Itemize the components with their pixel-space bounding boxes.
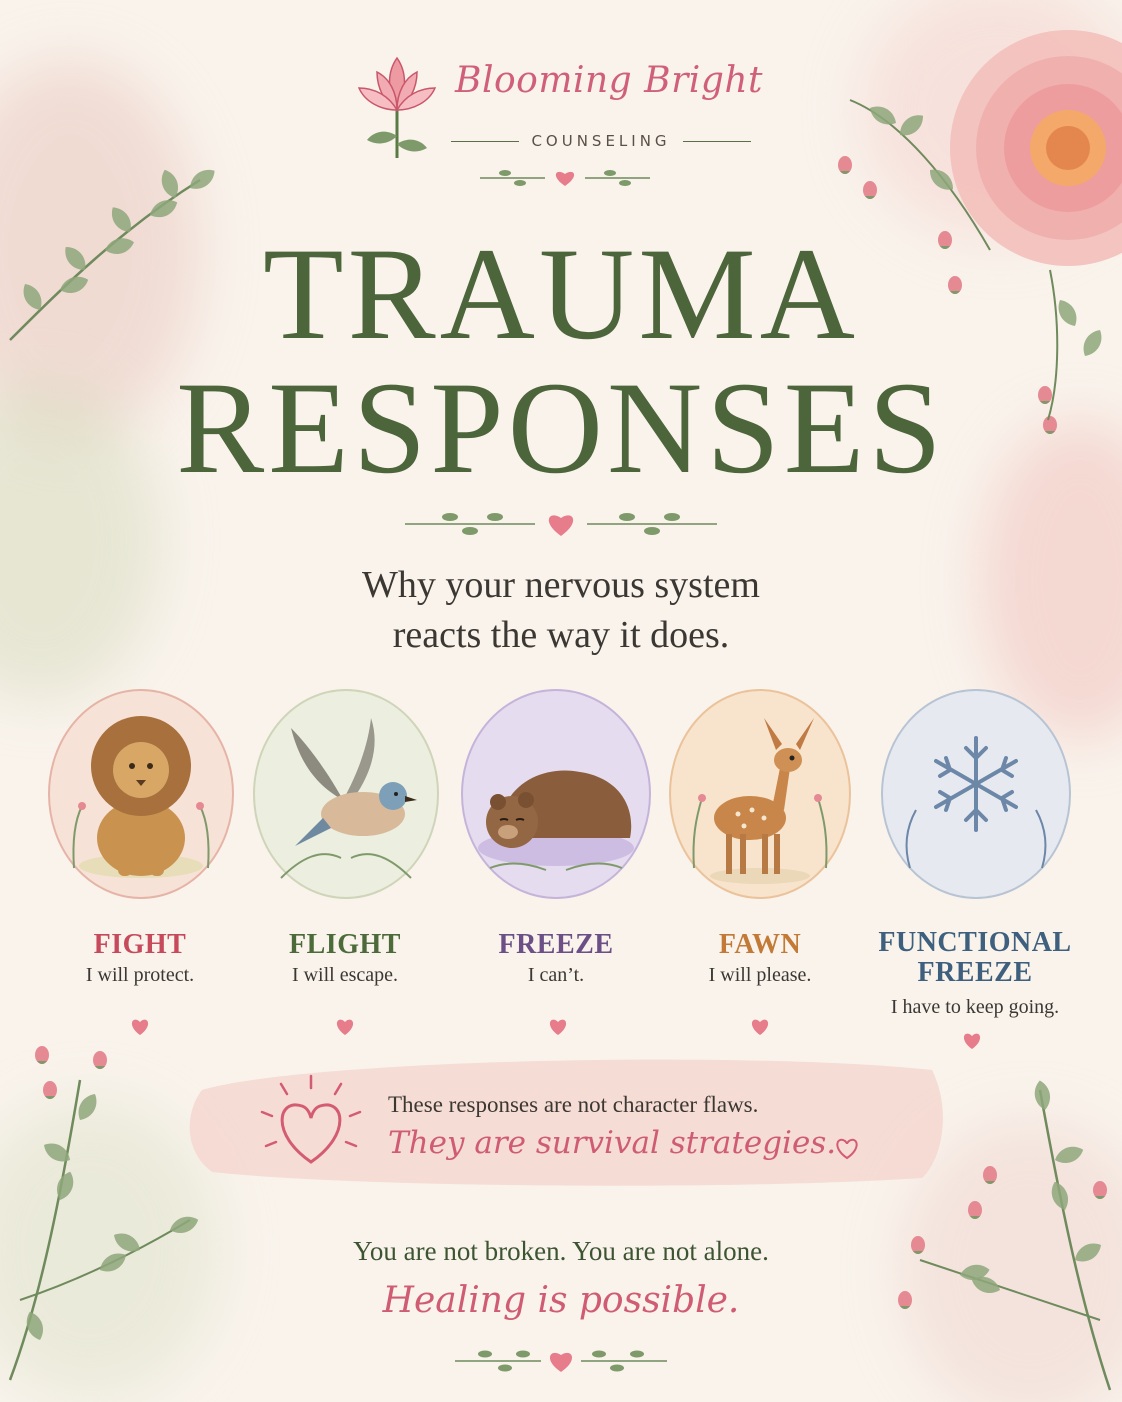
subtitle: Why your nervous system reacts the way i… <box>0 560 1122 660</box>
response-card-flight: FLIGHT I will escape. <box>245 688 445 1048</box>
bird-icon <box>253 689 439 899</box>
floral-bottom-right <box>898 1079 1112 1391</box>
response-description: I have to keep going. <box>890 996 1060 1018</box>
response-description: I will protect. <box>85 964 195 986</box>
response-card-fawn: FAWN I will please. <box>660 688 860 1048</box>
brand-logo: Blooming Bright COUNSELING <box>355 48 775 168</box>
response-description: I will escape. <box>291 964 399 986</box>
bear-icon <box>461 689 651 899</box>
heart-icon <box>260 1074 362 1164</box>
lion-icon <box>48 689 234 899</box>
sprig-divider <box>480 170 650 186</box>
sprig-divider <box>455 1350 667 1372</box>
response-card-functional-freeze: FUNCTIONAL FREEZE I have to keep going. <box>870 688 1080 1058</box>
banner-emphasis-text: They are survival strategies. <box>388 1125 837 1161</box>
response-label: FUNCTIONAL FREEZE <box>878 927 1072 988</box>
peony-top-right <box>838 30 1122 434</box>
response-label: FREEZE <box>498 929 614 960</box>
sprig-divider <box>405 513 717 536</box>
heart-icon <box>836 1138 858 1160</box>
closing-emphasis-text: Healing is possible. <box>382 1280 740 1321</box>
lotus-icon <box>357 56 437 158</box>
banner-text: These responses are not character flaws. <box>388 1092 759 1117</box>
subtitle-line-2: reacts the way it does. <box>392 614 730 656</box>
page-title-line-1: TRAUMA <box>262 220 860 367</box>
floral-bottom-left <box>8 1046 201 1381</box>
response-description: I can’t. <box>527 964 585 986</box>
closing-text: You are not broken. You are not alone. <box>353 1236 769 1266</box>
response-card-fight: FIGHT I will protect. <box>40 688 240 1048</box>
page-title-line-2: RESPONSES <box>176 354 946 501</box>
brand-name: Blooming Bright <box>455 60 764 101</box>
brand-subtitle: COUNSELING <box>531 132 671 150</box>
subtitle-line-1: Why your nervous system <box>362 564 760 606</box>
response-label: FIGHT <box>93 929 187 960</box>
response-description: I will please. <box>708 964 812 986</box>
response-label: FAWN <box>718 929 802 960</box>
snowflake-icon <box>881 689 1071 899</box>
divider-line <box>451 140 520 142</box>
heart-icon <box>131 1019 149 1035</box>
divider-line <box>682 140 752 142</box>
response-label: FLIGHT <box>289 929 401 960</box>
heart-icon <box>963 1033 981 1049</box>
heart-icon <box>751 1019 769 1035</box>
message-banner <box>189 1059 943 1186</box>
heart-icon <box>336 1019 354 1035</box>
response-card-freeze: FREEZE I can’t. <box>456 688 656 1048</box>
heart-icon <box>549 1019 567 1035</box>
deer-icon <box>669 689 851 899</box>
leaf-branch-top-left <box>9 164 219 341</box>
